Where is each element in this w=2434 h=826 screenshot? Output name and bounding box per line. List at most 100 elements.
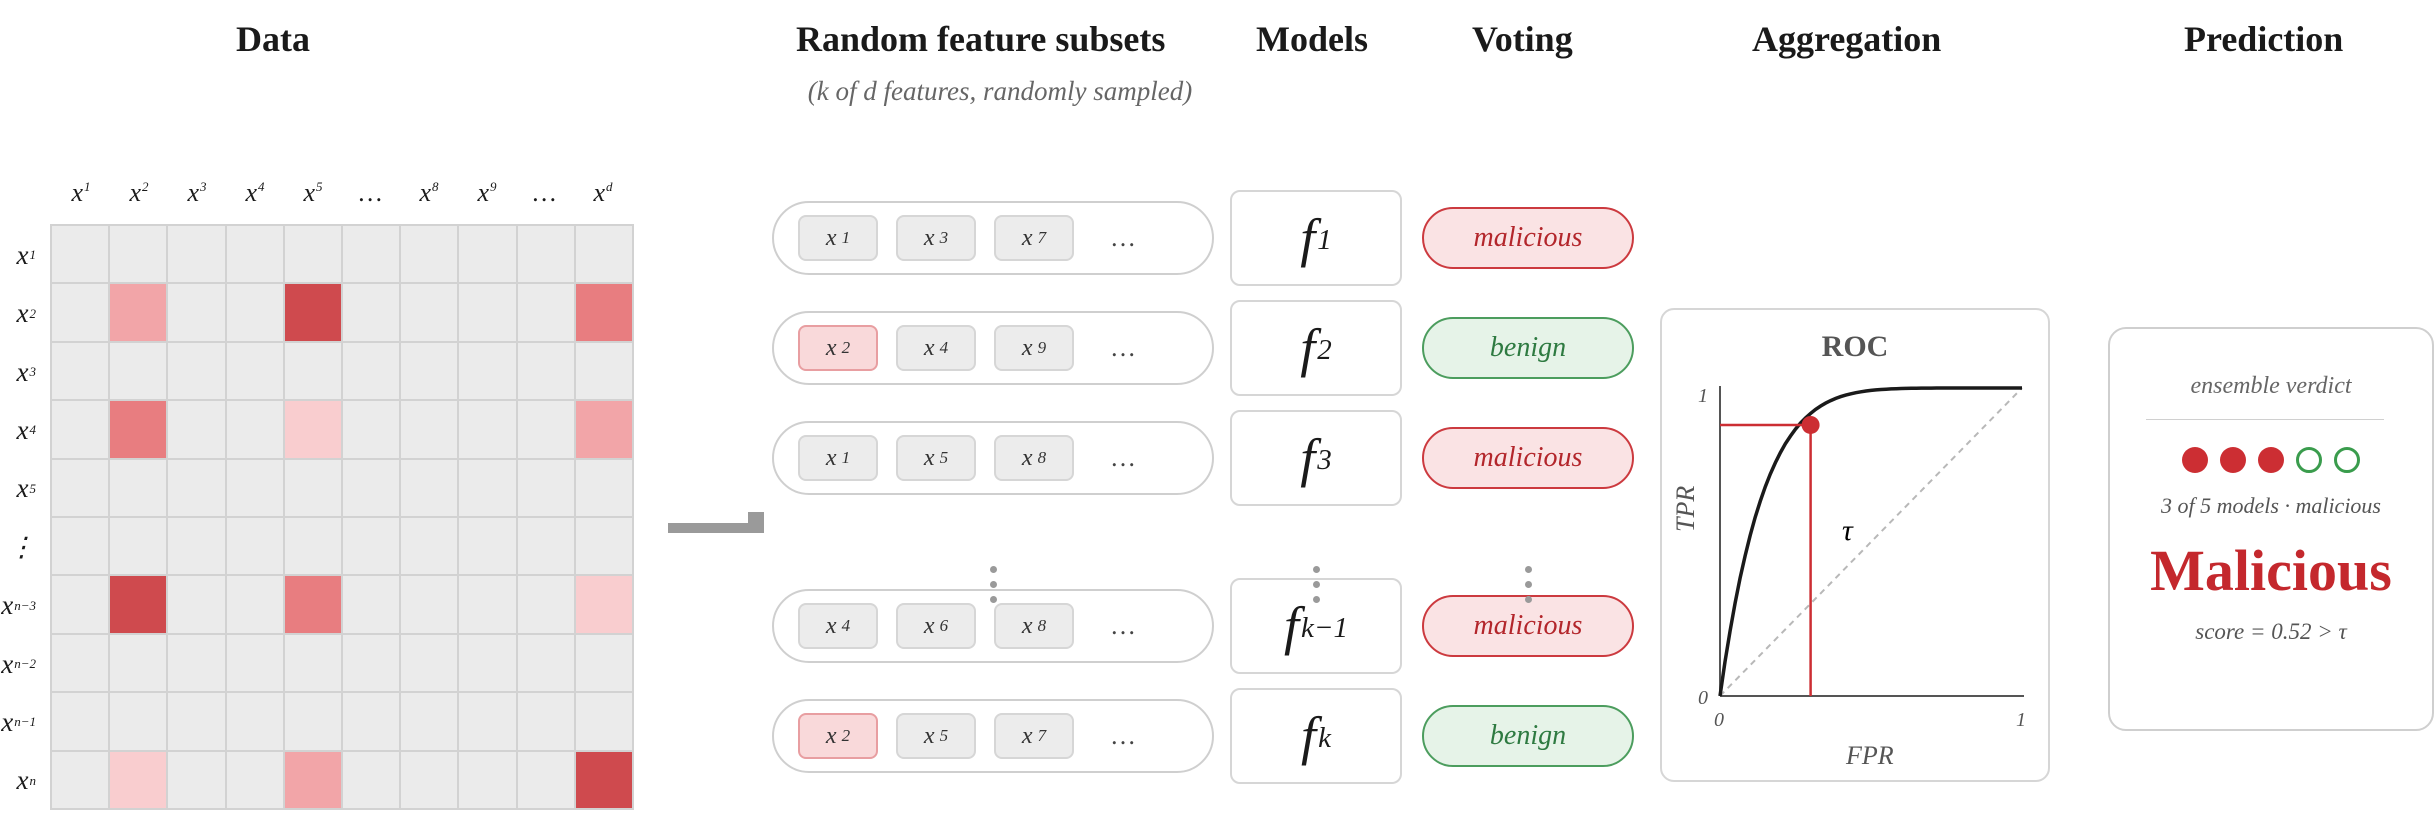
feature-column-label: x3 <box>187 178 207 207</box>
matrix-cell <box>343 693 400 750</box>
matrix-cell <box>343 518 400 575</box>
matrix-cell <box>343 342 400 400</box>
matrix-cell <box>226 459 283 516</box>
matrix-cell <box>110 226 167 283</box>
matrix-cell <box>575 284 632 341</box>
matrix-cell <box>343 459 400 516</box>
matrix-cell <box>517 401 574 458</box>
matrix-cell <box>168 634 225 692</box>
header-voting: Voting <box>1472 19 1573 59</box>
matrix-cell <box>343 751 400 808</box>
matrix-cell <box>517 459 574 516</box>
matrix-cell <box>401 518 458 575</box>
verdict-label: Malicious <box>2150 538 2392 603</box>
malicious-vote-dot <box>2220 447 2246 473</box>
matrix-cell <box>168 401 225 458</box>
matrix-cell <box>575 751 632 808</box>
data-matrix <box>50 224 634 810</box>
subset-ellipsis: … <box>1110 333 1139 362</box>
prediction-heading: ensemble verdict <box>2190 373 2352 399</box>
matrix-cell <box>226 693 283 750</box>
benign-vote-dot <box>2296 447 2322 473</box>
matrix-cell <box>284 751 341 808</box>
prediction-card: ensemble verdict 3 of 5 models · malicio… <box>2108 327 2434 731</box>
matrix-cell <box>168 284 225 341</box>
matrix-cell <box>575 226 632 283</box>
score-text: score = 0.52 > τ <box>2195 619 2347 644</box>
matrix-cell <box>168 751 225 808</box>
matrix-cell <box>459 284 516 341</box>
matrix-cell <box>110 751 167 808</box>
matrix-cell <box>517 634 574 692</box>
prediction-divider <box>2146 419 2384 420</box>
vote-badge-ben: benign <box>1422 317 1634 379</box>
matrix-cell <box>52 459 109 516</box>
matrix-cell <box>226 576 283 633</box>
matrix-cell <box>517 576 574 633</box>
malicious-vote-dot <box>2258 447 2284 473</box>
matrix-cell <box>110 401 167 458</box>
feature-column-label: … <box>532 178 557 207</box>
matrix-cell <box>168 342 225 400</box>
vote-dots <box>2110 447 2432 473</box>
votes-vertical-ellipsis <box>1522 566 1534 611</box>
matrix-cell <box>459 693 516 750</box>
matrix-cell <box>459 751 516 808</box>
matrix-cell <box>575 576 632 633</box>
matrix-cell <box>401 401 458 458</box>
matrix-cell <box>226 342 283 400</box>
matrix-cell <box>575 459 632 516</box>
matrix-cell <box>401 576 458 633</box>
roc-x-label: FPR <box>1845 741 1894 770</box>
matrix-cell <box>343 401 400 458</box>
matrix-cell <box>168 518 225 575</box>
feature-column-label: x2 <box>129 178 149 207</box>
matrix-cell <box>459 518 516 575</box>
matrix-cell <box>517 751 574 808</box>
matrix-cell <box>226 751 283 808</box>
matrix-cell <box>284 576 341 633</box>
vote-badge-mal: malicious <box>1422 595 1634 657</box>
feature-column-label: x5 <box>303 178 323 207</box>
matrix-cell <box>226 401 283 458</box>
feature-column-label: x8 <box>419 178 439 207</box>
roc-operating-point <box>1801 415 1820 434</box>
matrix-cell <box>284 342 341 400</box>
matrix-cell <box>517 518 574 575</box>
roc-diagonal <box>1719 387 2023 697</box>
matrix-cell <box>284 284 341 341</box>
matrix-cell <box>168 693 225 750</box>
matrix-cell <box>517 693 574 750</box>
subset-ellipsis: … <box>1110 223 1139 252</box>
matrix-cell <box>52 284 109 341</box>
matrix-cell <box>110 284 167 341</box>
subset-ellipsis: … <box>1110 611 1139 640</box>
matrix-cell <box>459 342 516 400</box>
feature-column-label: x4 <box>245 178 265 207</box>
header-subsets: Random feature subsets <box>796 19 1166 59</box>
matrix-cell <box>575 518 632 575</box>
matrix-cell <box>459 226 516 283</box>
matrix-cell <box>52 693 109 750</box>
matrix-cell <box>52 576 109 633</box>
roc-title: ROC <box>1821 330 1889 363</box>
